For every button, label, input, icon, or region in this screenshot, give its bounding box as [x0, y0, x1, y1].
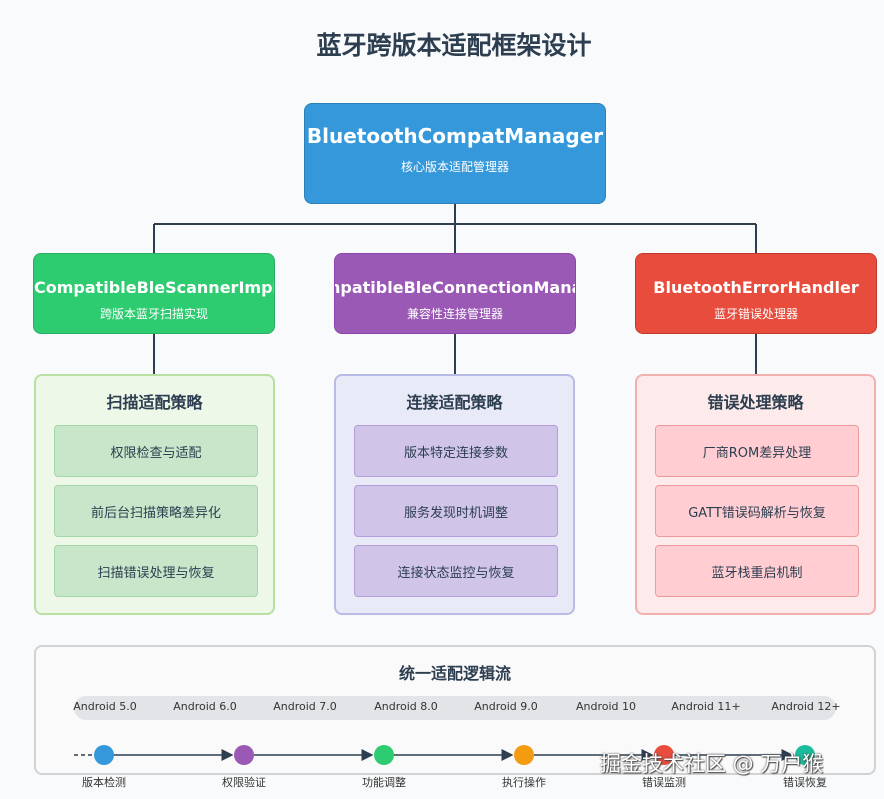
strategy-title: 连接适配策略 [406, 393, 503, 412]
module-name: CompatibleBleScannerImpl [34, 278, 275, 297]
step-dot [654, 745, 674, 765]
strategy-item: 连接状态监控与恢复 [354, 545, 558, 597]
version-label: Android 8.0 [374, 700, 438, 713]
module-scanner: CompatibleBleScannerImpl 跨版本蓝牙扫描实现 [33, 253, 275, 334]
strategy-item: 版本特定连接参数 [354, 425, 558, 477]
strategy-panel-error: 错误处理策略 厂商ROM差异处理 GATT错误码解析与恢复 蓝牙栈重启机制 [635, 374, 876, 615]
strategy-item: 扫描错误处理与恢复 [54, 545, 258, 597]
version-label: Android 9.0 [474, 700, 538, 713]
flow-title: 统一适配逻辑流 [398, 664, 511, 683]
strategy-item: 厂商ROM差异处理 [655, 425, 859, 477]
module-desc: 跨版本蓝牙扫描实现 [99, 307, 208, 321]
version-bar [74, 696, 836, 720]
version-label: Android 7.0 [273, 700, 337, 713]
strategy-item: 权限检查与适配 [54, 425, 258, 477]
step-label: 功能调整 [362, 776, 406, 789]
step-label: 错误监测 [642, 776, 686, 789]
root-desc: 核心版本适配管理器 [400, 160, 509, 174]
root-node: BluetoothCompatManager 核心版本适配管理器 [304, 103, 606, 204]
module-desc: 兼容性连接管理器 [406, 307, 503, 321]
module-name: BluetoothErrorHandler [653, 278, 859, 297]
strategy-panel-scan: 扫描适配策略 权限检查与适配 前后台扫描策略差异化 扫描错误处理与恢复 [34, 374, 275, 615]
strategy-item: 服务发现时机调整 [354, 485, 558, 537]
module-desc: 蓝牙错误处理器 [713, 307, 798, 321]
step-dot [234, 745, 254, 765]
step-dot [514, 745, 534, 765]
step-dot [795, 745, 815, 765]
version-label: Android 12+ [771, 700, 841, 713]
module-connection: CompatibleBleConnectionManager 兼容性连接管理器 [334, 253, 576, 334]
version-label: Android 10 [575, 700, 637, 713]
watermark: 掘金技术社区 @ 万户猴 [600, 752, 824, 776]
strategy-item: 蓝牙栈重启机制 [655, 545, 859, 597]
step-dot [94, 745, 114, 765]
version-label: Android 11+ [671, 700, 741, 713]
version-label: Android 5.0 [73, 700, 137, 713]
strategy-title: 扫描适配策略 [106, 393, 203, 412]
strategy-panel-connect: 连接适配策略 版本特定连接参数 服务发现时机调整 连接状态监控与恢复 [334, 374, 575, 615]
step-label: 权限验证 [222, 776, 266, 789]
strategy-item: GATT错误码解析与恢复 [655, 485, 859, 537]
strategy-item: 前后台扫描策略差异化 [54, 485, 258, 537]
step-label: 版本检测 [82, 776, 126, 789]
page-title: 蓝牙跨版本适配框架设计 [316, 31, 592, 60]
step-label: 执行操作 [502, 776, 546, 789]
module-name: CompatibleBleConnectionManager [335, 278, 575, 297]
strategy-title: 错误处理策略 [707, 393, 804, 412]
step-label: 错误恢复 [783, 776, 827, 789]
step-dot [374, 745, 394, 765]
root-name: BluetoothCompatManager [306, 124, 604, 148]
version-label: Android 6.0 [173, 700, 237, 713]
module-error-handler: BluetoothErrorHandler 蓝牙错误处理器 [635, 253, 877, 334]
